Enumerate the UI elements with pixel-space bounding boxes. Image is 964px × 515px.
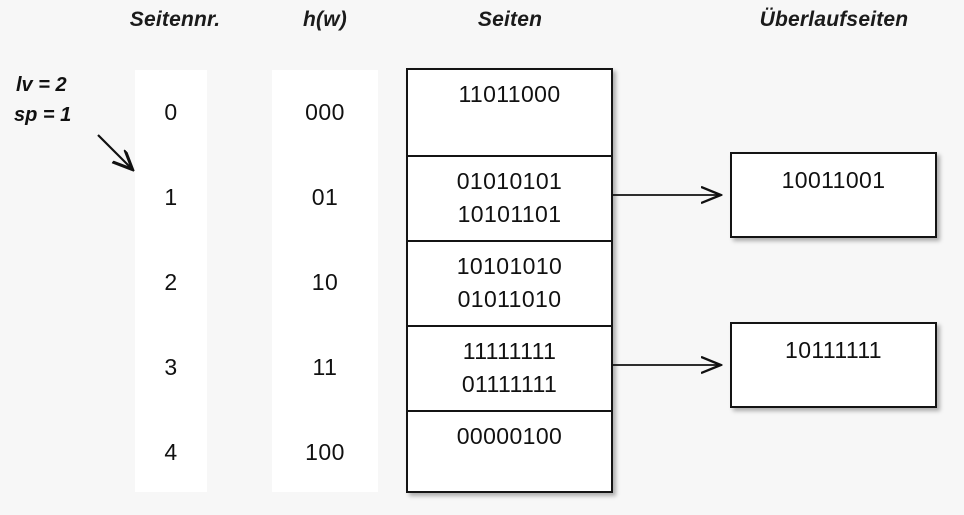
record: 01010101 bbox=[456, 168, 563, 194]
record: 01111111 bbox=[461, 370, 558, 397]
pages-stack: 11011000 01010101 10101101 10101010 0101… bbox=[406, 68, 613, 493]
hw-cell-1: 01 bbox=[311, 184, 339, 210]
column-header-seitennr: Seitennr. bbox=[129, 8, 221, 31]
record: 11111111 bbox=[462, 338, 557, 364]
record: 00000100 bbox=[456, 423, 563, 449]
column-header-hw: h(w) bbox=[303, 8, 347, 31]
record: 10111111 bbox=[785, 337, 882, 363]
page-row-4: 00000100 bbox=[408, 410, 611, 490]
annotation-lv: lv = 2 bbox=[16, 74, 67, 96]
arrow-right-icon-page1-to-overflow0 bbox=[612, 185, 735, 205]
seitennr-cell-4: 4 bbox=[164, 439, 178, 465]
seitennr-cell-0: 0 bbox=[164, 99, 178, 125]
column-seitennr: 0 1 2 3 4 bbox=[135, 70, 207, 492]
column-header-seiten: Seiten bbox=[477, 8, 543, 31]
record: 01011010 bbox=[457, 285, 562, 312]
record: 10011001 bbox=[781, 167, 886, 193]
overflow-page-1: 10111111 bbox=[730, 322, 937, 408]
page-row-3: 11111111 01111111 bbox=[408, 325, 611, 410]
column-hash-values: 000 01 10 11 100 bbox=[272, 70, 378, 492]
annotation-sp: sp = 1 bbox=[14, 104, 72, 126]
overflow-page-0: 10011001 bbox=[730, 152, 937, 238]
page-row-1: 01010101 10101101 bbox=[408, 155, 611, 240]
arrow-right-icon-page3-to-overflow1 bbox=[612, 355, 735, 375]
page-row-2: 10101010 01011010 bbox=[408, 240, 611, 325]
column-header-ueberlaufseiten: Überlaufseiten bbox=[759, 8, 909, 31]
seitennr-cell-2: 2 bbox=[164, 269, 178, 295]
page-row-0: 11011000 bbox=[408, 70, 611, 155]
seitennr-cell-3: 3 bbox=[164, 354, 178, 380]
record: 10101101 bbox=[457, 200, 562, 227]
diagonal-arrow-icon bbox=[97, 134, 150, 185]
hw-cell-2: 10 bbox=[311, 269, 339, 295]
record: 10101010 bbox=[456, 253, 563, 279]
hw-cell-0: 000 bbox=[305, 99, 345, 125]
record: 11011000 bbox=[458, 81, 561, 107]
hw-cell-3: 11 bbox=[312, 354, 338, 380]
seitennr-cell-1: 1 bbox=[164, 184, 178, 210]
hw-cell-4: 100 bbox=[305, 439, 345, 465]
